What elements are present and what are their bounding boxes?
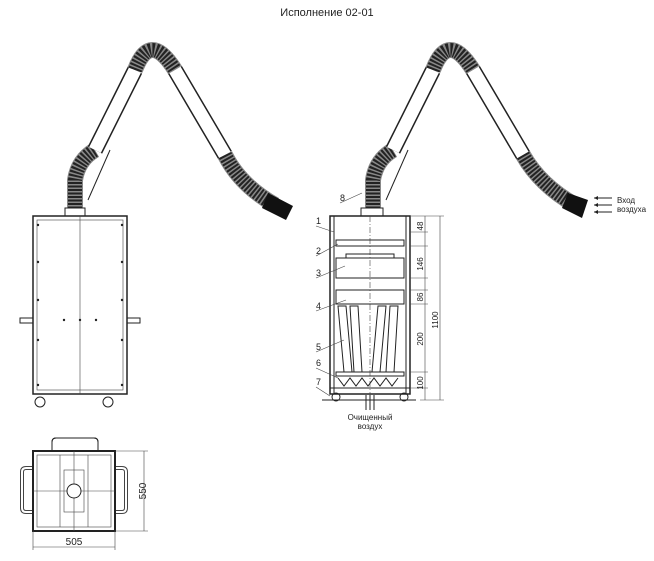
front-cabinet [19,215,141,408]
callout-4: 4 [316,301,321,311]
inlet-arrows [594,196,612,214]
inlet-label-2: воздуха [617,205,647,214]
callout-1: 1 [316,216,321,226]
wheel-icon [102,396,114,408]
callout-6: 6 [316,358,321,368]
section-arm [360,42,588,218]
section-view: Вход воздуха [315,42,647,431]
callout-7: 7 [316,377,321,387]
callout-3: 3 [316,268,321,278]
callout-8: 8 [340,193,345,203]
dim-48: 48 [416,221,425,230]
dim-146: 146 [416,257,425,271]
outlet-label: Очищенный [348,413,393,422]
dimensions: 48 146 86 200 100 1100 [410,215,444,401]
dim-86: 86 [416,292,425,301]
front-view [19,42,293,408]
wheel-icon [34,396,46,408]
section-cabinet [322,215,416,410]
dim-505: 505 [66,537,83,548]
dim-550: 550 [138,482,149,499]
front-arm [64,42,293,220]
dim-200: 200 [416,332,425,346]
dim-100: 100 [416,376,425,390]
callout-2: 2 [316,246,321,256]
callouts: 1 2 3 4 5 6 7 8 [315,192,363,397]
inlet-label: Вход [617,196,635,205]
callout-5: 5 [316,342,321,352]
dim-1100: 1100 [431,311,440,329]
drawing-title: Исполнение 02-01 [280,7,373,19]
outlet-label-2: воздух [358,422,383,431]
top-view: 550 505 [20,437,149,550]
